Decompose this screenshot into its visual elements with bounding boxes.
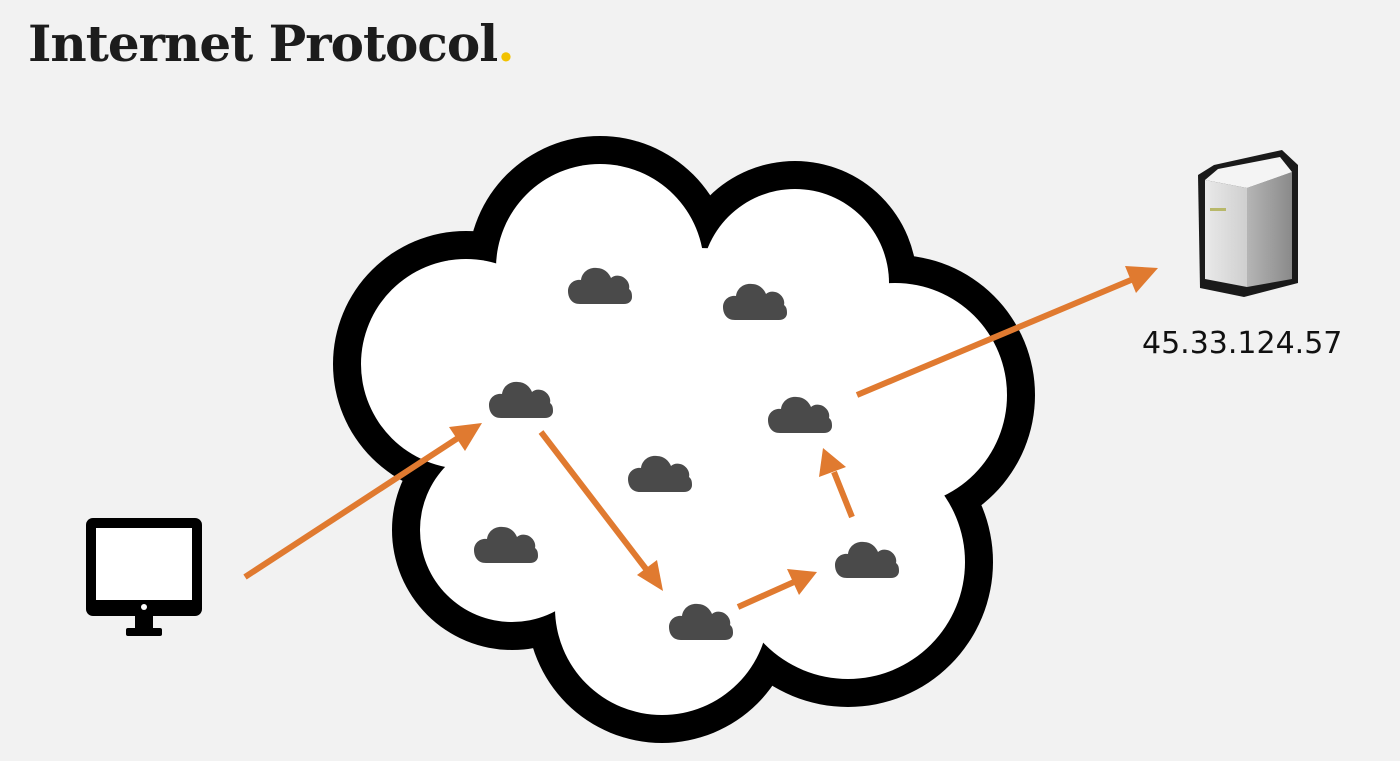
internet-cloud (333, 136, 1035, 743)
server-icon (1198, 150, 1298, 297)
page-title: Internet Protocol. (28, 14, 515, 74)
title-dot: . (497, 14, 514, 73)
route-arrow (243, 423, 482, 580)
route-arrow (736, 569, 817, 610)
desktop-computer-icon (86, 518, 202, 636)
title-text: Internet Protocol (28, 14, 498, 73)
server-ip-address: 45.33.124.57 (1142, 326, 1343, 361)
route-arrow (855, 266, 1158, 398)
route-arrow (819, 448, 855, 519)
route-arrow (538, 430, 663, 591)
route-arrows (243, 266, 1158, 610)
